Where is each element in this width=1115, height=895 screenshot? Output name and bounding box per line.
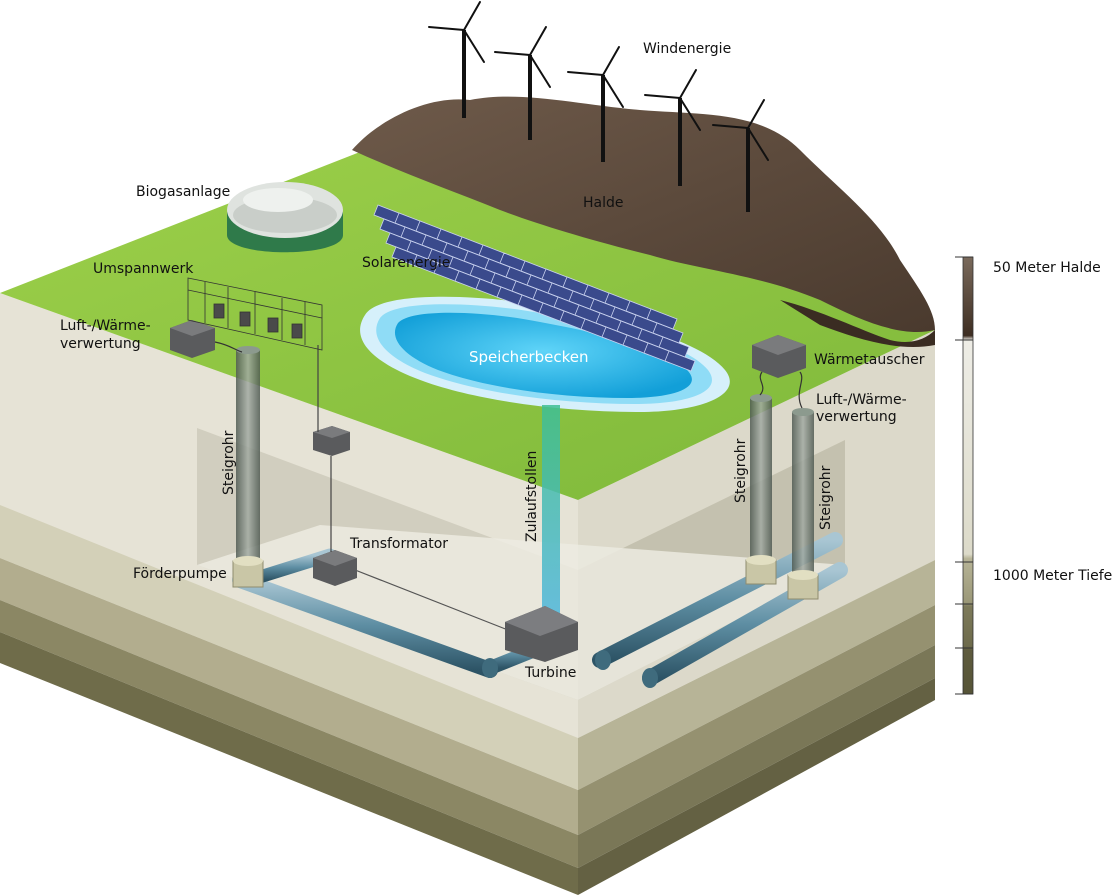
pipe-end-right-b	[642, 668, 658, 688]
wind-turbine-blade	[747, 99, 765, 129]
halde-hill	[352, 96, 935, 332]
wind-turbine-blade	[644, 94, 681, 99]
transformator-box-top	[313, 550, 357, 566]
scale-bar	[962, 256, 974, 695]
wind-turbine	[494, 26, 551, 140]
right-face-band-4	[578, 678, 935, 895]
label-windenergie: Windenergie	[643, 41, 731, 57]
label-luft-waerme-right-2: verwertung	[816, 409, 897, 425]
wind-turbine	[428, 1, 485, 118]
label-solarenergie: Solarenergie	[362, 255, 450, 271]
left-face-band-4	[0, 632, 578, 895]
riser-left-top	[236, 346, 260, 354]
wind-turbine	[567, 46, 624, 162]
label-zulaufstollen: Zulaufstollen	[524, 451, 540, 542]
pump-left-top	[233, 556, 263, 566]
label-luft-waerme-right-1: Luft-/Wärme-	[816, 392, 907, 408]
cable-transformer-turbine	[349, 567, 509, 631]
wire-waerme-a	[759, 371, 764, 396]
labels: Windenergie Biogasanlage Halde Solarener…	[60, 41, 925, 681]
umspannwerk-equip-2	[239, 311, 251, 327]
reservoir	[360, 296, 730, 412]
riser-right-b	[792, 412, 814, 577]
label-umspannwerk: Umspannwerk	[93, 261, 194, 277]
label-luft-waerme-left-2: verwertung	[60, 336, 141, 352]
biogasanlage	[227, 182, 343, 253]
pipe-end-right-a	[595, 650, 611, 670]
halde-rim	[780, 300, 935, 348]
label-foerderpumpe: Förderpumpe	[133, 566, 227, 582]
depth-scale: 50 Meter Halde 1000 Meter Tiefe	[955, 256, 1112, 695]
zulaufstollen-shaft	[542, 405, 560, 623]
wire-heat-left	[214, 341, 243, 353]
riser-right-a	[750, 398, 772, 563]
label-speicherbecken: Speicherbecken	[469, 348, 588, 366]
umspannwerk-equip-4	[291, 323, 303, 339]
riser-right-b-top	[792, 408, 814, 416]
small-transformer-box-top	[313, 426, 350, 438]
label-steigrohr-left: Steigrohr	[221, 430, 237, 495]
wind-turbine-blade	[679, 97, 701, 131]
wire-waerme-b	[798, 371, 803, 409]
biogas-dome-highlight	[243, 188, 313, 212]
label-waermetauscher: Wärmetauscher	[814, 352, 925, 368]
wind-turbine-blade	[463, 1, 481, 31]
umspannwerk	[187, 277, 323, 351]
scale-bottom-label: 1000 Meter Tiefe	[993, 568, 1112, 584]
pump-right-b-top	[788, 570, 818, 580]
solar-field	[373, 204, 696, 372]
left-face-band-1	[0, 505, 578, 790]
left-face-band-3	[0, 600, 578, 868]
label-transformator: Transformator	[349, 536, 448, 552]
label-turbine: Turbine	[524, 665, 576, 681]
wind-turbine-blade	[747, 127, 769, 161]
label-steigrohr-right-a: Steigrohr	[733, 438, 749, 503]
wind-turbine-blade	[494, 51, 531, 56]
wind-field	[428, 1, 769, 212]
waermetauscher-box-top	[752, 335, 806, 355]
label-halde: Halde	[583, 195, 624, 211]
turbine-box-top	[505, 606, 578, 636]
umspannwerk-frame	[187, 277, 323, 351]
label-biogasanlage: Biogasanlage	[136, 184, 230, 200]
umspannwerk-equip-1	[213, 303, 225, 319]
wind-turbine-blade	[567, 71, 604, 76]
heat-unit-left-top	[170, 320, 215, 336]
cavity-floor	[197, 525, 845, 700]
equipment-boxes	[170, 320, 806, 662]
wind-turbine-blade	[712, 124, 749, 129]
riser-left	[236, 350, 260, 565]
wind-turbine-blade	[602, 46, 620, 76]
pump-right-a-top	[746, 555, 776, 565]
wind-turbine-blade	[529, 54, 551, 88]
pipe-end-left	[482, 658, 498, 678]
umspannwerk-equip-3	[267, 317, 279, 333]
wind-turbine-blade	[428, 26, 465, 31]
risers	[236, 346, 814, 577]
solar-panel	[664, 350, 696, 372]
wind-turbine-blade	[463, 29, 485, 63]
reservoir-water	[394, 312, 692, 398]
wind-turbine	[712, 99, 769, 212]
wind-turbine-blade	[529, 26, 547, 56]
left-face-band-2	[0, 558, 578, 835]
pipe-left-main	[232, 572, 498, 678]
wind-turbine-blade	[679, 69, 697, 99]
right-face-band-3	[578, 645, 935, 868]
pump-bases	[232, 555, 819, 600]
riser-right-a-top	[750, 394, 772, 402]
label-luft-waerme-left-1: Luft-/Wärme-	[60, 318, 151, 334]
right-face-band-2	[578, 605, 935, 835]
wind-turbine-blade	[602, 74, 624, 108]
label-steigrohr-right-b: Steigrohr	[818, 465, 834, 530]
scale-top-label: 50 Meter Halde	[993, 260, 1101, 276]
wind-turbine	[644, 69, 701, 186]
right-face-band-1	[578, 560, 935, 790]
